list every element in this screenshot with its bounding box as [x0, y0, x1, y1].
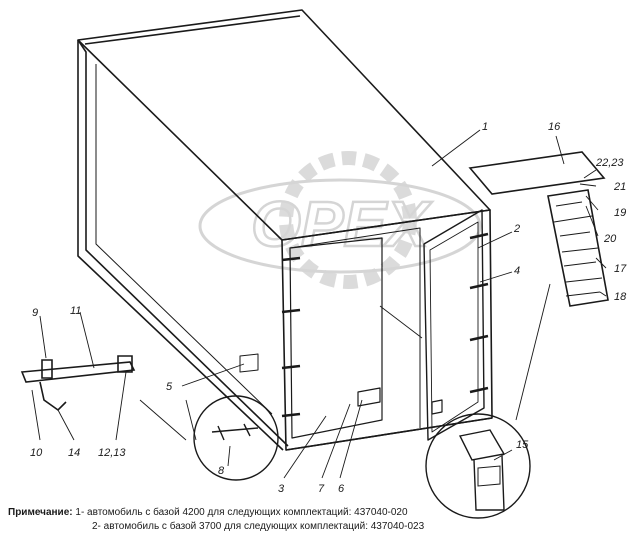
callout-3: 3 [278, 483, 285, 495]
watermark-text: OPEX [251, 188, 432, 260]
detail-circle-8 [193, 395, 279, 481]
callout-8: 8 [218, 465, 225, 477]
callout-14: 14 [68, 447, 80, 459]
callout-20: 20 [603, 233, 617, 245]
callout-21: 21 [613, 181, 626, 193]
callout-6: 6 [338, 483, 345, 495]
watermark-logo: OPEX [198, 151, 482, 289]
leader-lines [31, 129, 607, 479]
note-text-2: 2- автомобиль с базой 3700 для следующих… [92, 521, 425, 532]
note-text-1: 1- автомобиль с базой 4200 для следующих… [75, 507, 408, 518]
callout-16: 16 [548, 121, 561, 133]
callout-4: 4 [514, 265, 520, 277]
callout-5: 5 [166, 381, 173, 393]
callout-9: 9 [32, 307, 38, 319]
callout-1: 1 [482, 121, 488, 133]
callout-labels: 1 2 4 5 3 7 6 8 9 11 10 14 12,13 15 16 2… [30, 121, 627, 495]
ladder-assembly [468, 151, 609, 307]
callout-17: 17 [614, 263, 627, 275]
callout-22-23: 22,23 [595, 157, 624, 169]
detail-circle-15 [425, 413, 531, 519]
callout-11: 11 [70, 305, 81, 317]
callout-12-13: 12,13 [98, 447, 126, 459]
callout-10: 10 [30, 447, 43, 459]
callout-7: 7 [318, 483, 325, 495]
van-body [77, 9, 493, 451]
callout-18: 18 [614, 291, 627, 303]
note-heading: Примечание: [8, 507, 73, 518]
note-line-2: 2- автомобиль с базой 3700 для следующих… [92, 521, 424, 532]
callout-19: 19 [614, 207, 626, 219]
side-bracket-assembly [20, 355, 136, 412]
callout-2: 2 [513, 223, 520, 235]
callout-15: 15 [516, 439, 529, 451]
note-line-1: Примечание: 1- автомобиль с базой 4200 д… [8, 507, 408, 518]
